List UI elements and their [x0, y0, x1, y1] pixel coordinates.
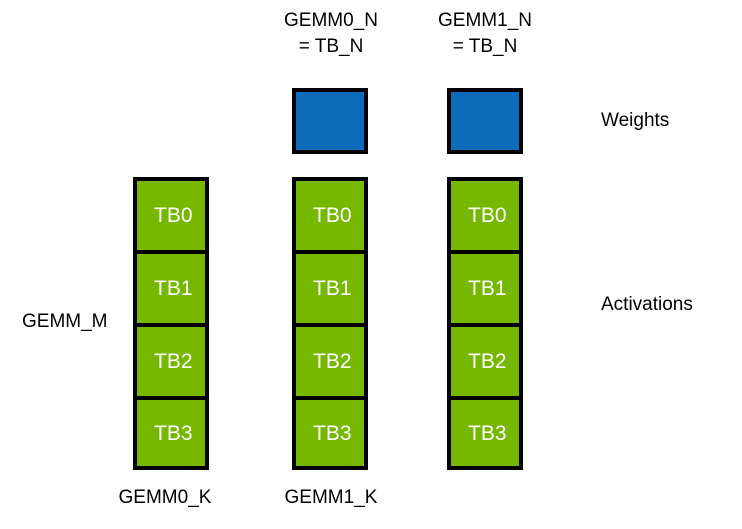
tb-cell: TB2 — [447, 323, 523, 400]
row-label-weights: Weights — [601, 110, 670, 131]
column-header-gemm0-line1: GEMM0_N — [284, 10, 378, 31]
tb-cell-label: TB3 — [313, 421, 352, 445]
tb-cell-label: TB2 — [313, 350, 352, 373]
tb-cell: TB3 — [447, 396, 523, 470]
tb-cell: TB2 — [133, 323, 209, 400]
row-label-activations: Activations — [601, 294, 693, 315]
left-label-gemm-m: GEMM_M — [22, 311, 108, 332]
column-header-gemm0-line2: = TB_N — [298, 36, 364, 57]
tb-cell: TB2 — [292, 323, 368, 400]
column-header-gemm1-line2: = TB_N — [452, 36, 518, 57]
tb-cell-label: TB1 — [468, 277, 507, 300]
tb-cell-label: TB0 — [468, 204, 507, 227]
tb-cell: TB3 — [133, 396, 209, 470]
tb-cell-label: TB2 — [154, 350, 193, 373]
column-header-gemm1-line1: GEMM1_N — [438, 10, 532, 31]
tb-cell: TB1 — [292, 250, 368, 327]
tb-cell-label: TB2 — [468, 350, 507, 373]
activation-column-1: TB0 TB1 TB2 TB3 — [292, 177, 368, 470]
bottom-label-gemm1-k: GEMM1_K — [284, 487, 378, 508]
tb-cell: TB1 — [447, 250, 523, 327]
activation-column-2: TB0 TB1 TB2 TB3 — [447, 177, 523, 470]
tb-cell: TB0 — [447, 177, 523, 254]
tb-cell-label: TB0 — [154, 204, 193, 227]
tb-cell-label: TB3 — [154, 421, 193, 445]
tb-cell: TB0 — [292, 177, 368, 254]
tb-cell: TB0 — [133, 177, 209, 254]
tb-cell-label: TB1 — [313, 277, 352, 300]
tb-cell: TB1 — [133, 250, 209, 327]
gemm0-weight-block — [292, 88, 368, 154]
column-header-gemm1: GEMM1_N = TB_N — [422, 8, 548, 60]
activation-column-0: TB0 TB1 TB2 TB3 — [133, 177, 209, 470]
gemm1-weight-block — [447, 88, 523, 154]
tb-cell-label: TB1 — [154, 277, 193, 300]
column-header-gemm0: GEMM0_N = TB_N — [268, 8, 394, 60]
bottom-label-gemm0-k: GEMM0_K — [118, 487, 212, 508]
tb-cell-label: TB3 — [468, 421, 507, 445]
tb-cell-label: TB0 — [313, 204, 352, 227]
tb-cell: TB3 — [292, 396, 368, 470]
